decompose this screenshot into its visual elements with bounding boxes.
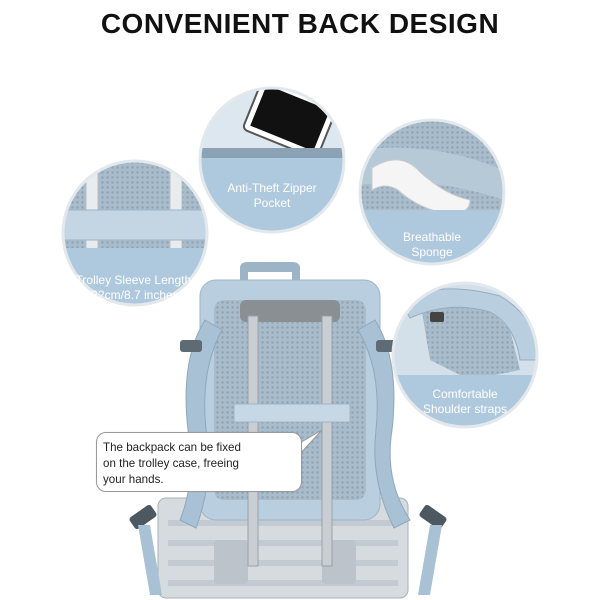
feature-label-pocket: Anti-Theft Zipper Pocket [227,181,317,210]
callout-text: The backpack can be fixed on the trolley… [103,441,241,486]
feature-circle-straps [391,281,539,429]
feature-label-sleeve: Trolley Sleeve Length: 22cm/8.7 inches [75,273,195,302]
feature-label-sponge: Breathable Sponge [402,230,462,259]
page-title: CONVENIENT BACK DESIGN [100,8,500,39]
feature-circle-sleeve [61,159,209,307]
feature-label-straps: Comfortable Shoulder straps [422,387,508,416]
luggage [157,497,409,599]
callout-box [96,432,302,492]
feature-circle-pocket [198,86,346,234]
